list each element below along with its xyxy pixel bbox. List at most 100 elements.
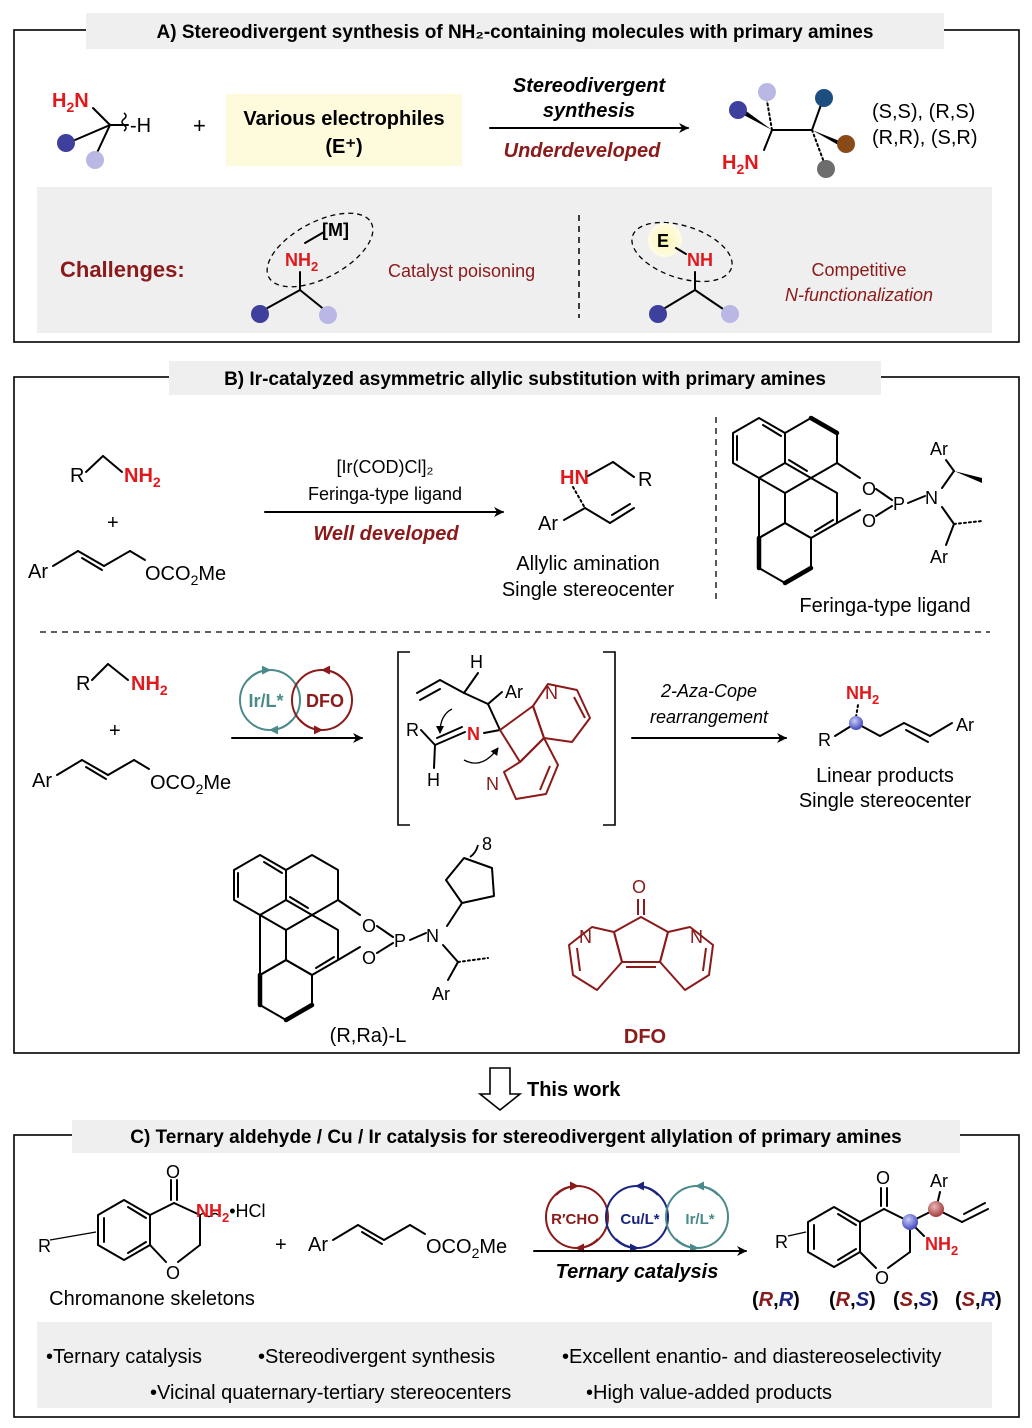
- svg-text:Ar: Ar: [28, 561, 48, 583]
- svg-text:N: N: [579, 927, 592, 947]
- panel-c: C) Ternary aldehyde / Cu / Ir catalysis …: [13, 1120, 1020, 1418]
- substituent-dark-blue-sphere: [57, 134, 75, 152]
- svg-text:O: O: [862, 479, 876, 499]
- svg-text:N: N: [690, 927, 703, 947]
- ternary-catalyst-icon: R′CHO Cu/L* Ir/L*: [545, 1181, 729, 1253]
- linear-products-label: Linear products: [816, 765, 954, 787]
- ligand-l-label: (R,Ra)-L: [330, 1025, 407, 1047]
- aza-cope-label: 2-Aza-Cope: [660, 681, 757, 701]
- svg-text:Ar: Ar: [432, 984, 450, 1004]
- allylic-amine-product: HN R Ar: [538, 461, 652, 535]
- challenges-box: [37, 187, 992, 333]
- svg-text:N: N: [925, 488, 938, 508]
- allylated-chromanone-product: O O Ar NH2 R: [775, 1168, 989, 1288]
- svg-text:N: N: [486, 774, 499, 794]
- primary-amine-structure: H2N -H: [52, 90, 151, 169]
- svg-text:NH2: NH2: [846, 683, 879, 707]
- metal-label: [M]: [322, 220, 349, 240]
- stereodivergent-product: H2N: [722, 83, 855, 178]
- electrophile-label: Various electrophiles: [243, 108, 444, 130]
- svg-text:Ar: Ar: [538, 513, 558, 535]
- svg-text:R: R: [775, 1232, 788, 1252]
- iridium-catalyst-label: Ir/L*: [685, 1211, 714, 1228]
- challenge-2-line-2: N-functionalization: [785, 285, 933, 305]
- feature-1: •Ternary catalysis: [46, 1346, 202, 1368]
- svg-text:NH2: NH2: [925, 1234, 958, 1258]
- svg-text:-H: -H: [130, 115, 151, 137]
- svg-text:Ar: Ar: [308, 1234, 328, 1256]
- feature-5: •High value-added products: [586, 1382, 832, 1404]
- isomer-sr: (S,R): [955, 1289, 1002, 1311]
- svg-text:O: O: [166, 1162, 180, 1182]
- dual-catalyst-icon: Ir/L* DFO: [239, 665, 353, 735]
- svg-text:O: O: [876, 1168, 890, 1188]
- stereoisomer-list: (R,R) (R,S) (S,S) (S,R): [752, 1289, 1002, 1311]
- panel-a: A) Stereodivergent synthesis of NH₂-cont…: [13, 13, 1020, 343]
- svg-text:OCO2Me: OCO2Me: [145, 563, 226, 588]
- feringa-ligand-label: Feringa-type ligand: [799, 595, 970, 617]
- svg-text:P: P: [394, 931, 406, 951]
- panel-b: B) Ir-catalyzed asymmetric allylic subst…: [13, 361, 1020, 1054]
- plus-sign: +: [193, 113, 206, 138]
- electrophile-box: [226, 94, 462, 166]
- feature-2: •Stereodivergent synthesis: [258, 1346, 495, 1368]
- dfo-structure: O N N: [568, 877, 714, 991]
- svg-text:R: R: [818, 730, 831, 750]
- ir-precursor-label: [Ir(COD)Cl]₂: [337, 457, 434, 477]
- svg-text:Ar: Ar: [956, 715, 974, 735]
- svg-text:H: H: [470, 652, 483, 672]
- svg-text:H: H: [427, 770, 440, 790]
- dfo-catalyst-label: DFO: [306, 691, 344, 711]
- features-box: [37, 1322, 992, 1408]
- svg-text:OCO2Me: OCO2Me: [426, 1236, 507, 1261]
- well-developed-label: Well developed: [313, 523, 459, 545]
- svg-text:O: O: [862, 511, 876, 531]
- n-functionalization-structure: E NH: [631, 221, 739, 323]
- panel-b-header: B) Ir-catalyzed asymmetric allylic subst…: [224, 369, 826, 390]
- ir-catalyst-label: Ir/L*: [248, 691, 283, 711]
- down-arrow-icon: [477, 1067, 523, 1112]
- svg-text:Ar: Ar: [32, 770, 52, 792]
- plus-sign-c: +: [275, 1234, 287, 1256]
- electrophile-symbol: (E⁺): [325, 136, 362, 158]
- product-nh2-label: H2N: [722, 152, 759, 177]
- arrow-label-top-1: Stereodivergent: [513, 75, 667, 97]
- panel-a-header: A) Stereodivergent synthesis of NH₂-cont…: [157, 22, 874, 43]
- svg-text:N: N: [426, 926, 439, 946]
- svg-text:Ar: Ar: [930, 1171, 948, 1191]
- svg-text:P: P: [893, 494, 905, 514]
- svg-text:Ar: Ar: [505, 682, 523, 702]
- allyl-carbonate-3: Ar OCO2Me: [308, 1224, 507, 1261]
- svg-text:O: O: [362, 916, 376, 936]
- stereo-isomers-2: (R,R), (S,R): [872, 127, 978, 149]
- challenges-label: Challenges:: [60, 257, 185, 282]
- svg-text:R: R: [76, 673, 90, 695]
- feature-4: •Vicinal quaternary-tertiary stereocente…: [150, 1382, 511, 1404]
- svg-text:R: R: [638, 469, 652, 491]
- single-stereocenter-label-2: Single stereocenter: [799, 790, 972, 812]
- svg-text:R: R: [70, 465, 84, 487]
- allylic-amination-label: Allylic amination: [516, 553, 659, 575]
- copper-catalyst-label: Cu/L*: [620, 1211, 659, 1228]
- electrophile-e-label: E: [657, 231, 669, 251]
- svg-text:R: R: [406, 720, 419, 740]
- svg-text:O: O: [632, 877, 646, 897]
- svg-text:Ar: Ar: [930, 439, 948, 459]
- ring-size-label: 8: [482, 834, 492, 854]
- arrow-label-top-2: synthesis: [543, 100, 635, 122]
- chromanone-amine-structure: O O R: [38, 1162, 219, 1283]
- svg-text:N: N: [467, 724, 480, 744]
- svg-text:OCO2Me: OCO2Me: [150, 772, 231, 797]
- svg-text:HN: HN: [560, 467, 589, 489]
- aldehyde-catalyst-label: R′CHO: [551, 1211, 599, 1228]
- primary-amine-r: R NH2: [70, 455, 161, 490]
- svg-text:NH2: NH2: [131, 673, 168, 698]
- svg-text:Ar: Ar: [930, 547, 948, 567]
- allyl-carbonate-1: Ar OCO2Me: [28, 550, 226, 588]
- substituent-lilac-sphere: [86, 151, 104, 169]
- svg-text:O: O: [362, 948, 376, 968]
- svg-text:N: N: [545, 683, 558, 703]
- svg-text:O: O: [875, 1268, 889, 1288]
- this-work-label: This work: [527, 1079, 621, 1101]
